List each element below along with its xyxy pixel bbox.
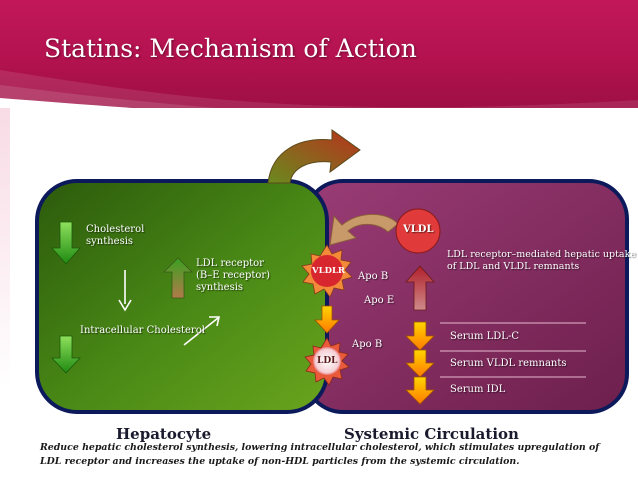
secretion-curved-arrow [267,129,361,184]
serum-ldl-label: Serum LDL-C [450,331,519,342]
intracellular-cholesterol-label: Intracellular Cholesterol [80,325,205,336]
cholesterol-synthesis-down-arrow [51,221,81,265]
ldl-label: LDL [317,356,338,366]
caption-text: Reduce hepatic cholesterol synthesis, lo… [40,442,600,467]
systemic-circulation-title: Systemic Circulation [344,425,519,443]
vldl-remnant-particle [301,244,353,298]
vldlr-label: VLDLR [312,266,345,276]
serum-ldl-down-arrow [405,321,435,351]
page-title: Statins: Mechanism of Action [44,34,417,63]
ldl-particle [304,337,350,386]
hepatocyte-title: Hepatocyte [116,425,212,443]
serum-idl-down-arrow [405,376,435,405]
header-wave-decoration [0,70,638,108]
serum-vldl-label: Serum VLDL remnants [450,358,567,369]
vldl-to-ldl-arrow [314,305,340,334]
side-strip [0,108,10,388]
apo-b-label: Apo B [358,271,389,282]
vldl-particle [395,208,441,254]
ldl-receptor-up-arrow [163,257,193,299]
apo-b-ldl-label: Apo B [352,339,383,350]
cholesterol-synthesis-label: Cholesterol synthesis [86,224,145,247]
vldl-label: VLDL [403,224,434,235]
intracellular-cholesterol-down-arrow [51,335,81,374]
serum-idl-label: Serum IDL [450,384,506,395]
apo-e-label: Apo E [364,295,395,306]
hepatic-uptake-up-arrow [405,265,435,311]
hepatic-uptake-label: LDL receptor–mediated hepatic uptake of … [447,249,636,272]
remnant-return-arrow [329,213,399,246]
header-banner: Statins: Mechanism of Action [0,0,638,108]
serum-vldl-down-arrow [405,349,435,378]
causal-arrow-down [118,270,132,312]
ldl-receptor-synthesis-label: LDL receptor (B–E receptor) synthesis [196,258,271,293]
causal-arrow-diagonal [183,316,220,346]
